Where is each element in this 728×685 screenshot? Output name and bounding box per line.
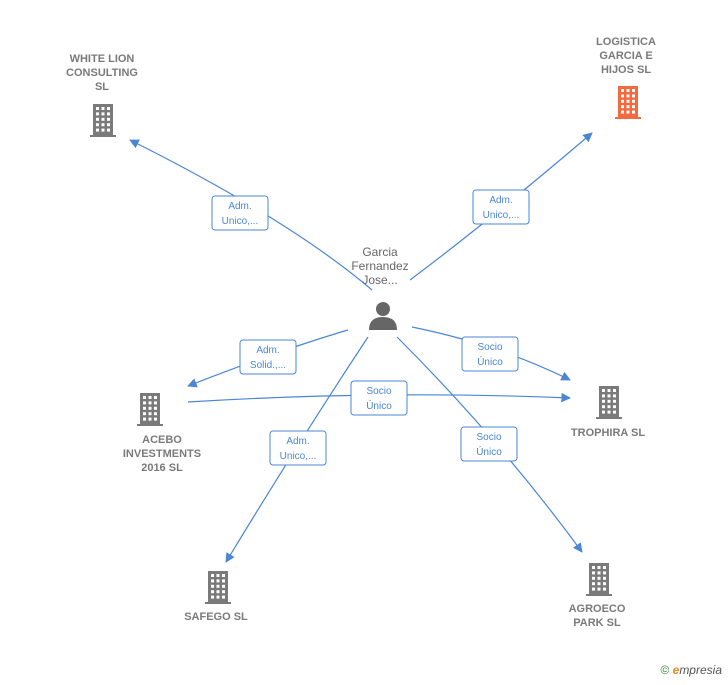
edge-label-white-lion[interactable]: Adm. Unico,... [211, 195, 269, 231]
company-label-acebo-line-3: 2016 SL [141, 462, 183, 474]
edge-label-box [239, 339, 297, 375]
company-label-logistica-line-3: HIJOS SL [601, 64, 651, 76]
person-label-line-2: Fernandez [351, 259, 408, 273]
edge-label-logistica-line-2: Unico,... [483, 210, 520, 221]
edge-white-lion [129, 139, 373, 291]
person-icon[interactable] [369, 302, 397, 330]
edge-label-acebo-trophira-line-1: Socio [366, 386, 391, 397]
edge-label-trophira-line-1: Socio [477, 342, 502, 353]
edge-label-box [472, 189, 530, 225]
edge-label-white-lion-line-2: Unico,... [222, 216, 259, 227]
edge-label-agroeco-line-1: Socio [476, 432, 501, 443]
company-node-logistica[interactable]: LOGISTICA GARCIA E HIJOS SL [596, 36, 656, 119]
edge-label-acebo-trophira-line-2: Único [366, 399, 392, 412]
building-icon[interactable] [596, 386, 622, 419]
edge-label-box [269, 430, 327, 466]
company-label-white-lion-line-1: WHITE LION [70, 53, 135, 65]
company-node-trophira[interactable]: TROPHIRA SL [571, 386, 645, 439]
company-label-acebo-line-1: ACEBO [142, 434, 182, 446]
building-icon[interactable] [205, 571, 231, 604]
edge-label-logistica-line-1: Adm. [489, 195, 512, 206]
edge-label-safego-line-2: Unico,... [280, 451, 317, 462]
edge-label-agroeco-line-2: Único [476, 445, 502, 458]
company-label-agroeco-line-1: AGROECO [569, 603, 626, 615]
edge-label-white-lion-line-1: Adm. [228, 201, 251, 212]
nodes-layer: WHITE LION CONSULTING SL LOGISTICA GARCIA E H… [66, 36, 656, 629]
company-label-agroeco-line-2: PARK SL [573, 617, 621, 629]
edge-label-acebo[interactable]: Adm. Solid.,... [239, 339, 297, 375]
company-label-safego-line-1: SAFEGO SL [184, 611, 248, 623]
company-node-safego[interactable]: SAFEGO SL [184, 571, 248, 623]
building-icon[interactable] [615, 86, 641, 119]
building-icon[interactable] [137, 393, 163, 426]
edge-label-box [350, 380, 408, 416]
brand-initial: e [672, 663, 680, 677]
edge-label-logistica[interactable]: Adm. Unico,... [472, 189, 530, 225]
footer-brand[interactable]: © empresia [660, 663, 722, 677]
company-label-acebo-line-2: INVESTMENTS [123, 448, 201, 460]
company-label-white-lion-line-2: CONSULTING [66, 67, 138, 79]
person-label-line-3: Jose... [362, 273, 397, 287]
edge-label-safego-line-1: Adm. [286, 436, 309, 447]
edge-label-acebo-line-2: Solid.,... [250, 360, 286, 371]
person-node[interactable]: GarciaFernandezJose... [351, 245, 409, 330]
building-icon[interactable] [90, 104, 116, 137]
company-node-acebo[interactable]: ACEBO INVESTMENTS 2016 SL [123, 393, 201, 474]
brand-name: mpresia [679, 663, 722, 677]
edge-label-box [211, 195, 269, 231]
edge-label-trophira-line-2: Único [477, 355, 503, 368]
edge-label-box [460, 426, 518, 462]
company-label-logistica-line-1: LOGISTICA [596, 36, 656, 48]
edge-label-safego[interactable]: Adm. Unico,... [269, 430, 327, 466]
company-label-logistica-line-2: GARCIA E [599, 50, 652, 62]
company-label-trophira-line-1: TROPHIRA SL [571, 427, 645, 439]
person-label-line-1: Garcia [362, 245, 398, 259]
company-node-white-lion[interactable]: WHITE LION CONSULTING SL [66, 53, 138, 137]
company-label-white-lion-line-3: SL [95, 81, 109, 93]
edge-labels-layer: Adm. Unico,... Adm. Unico,... Adm. Solid.,...… [211, 189, 530, 466]
company-node-agroeco[interactable]: AGROECO PARK SL [569, 563, 626, 629]
edge-label-box [461, 336, 519, 372]
building-icon[interactable] [586, 563, 612, 596]
edge-label-acebo-line-1: Adm. [256, 345, 279, 356]
copyright-symbol: © [660, 663, 670, 677]
